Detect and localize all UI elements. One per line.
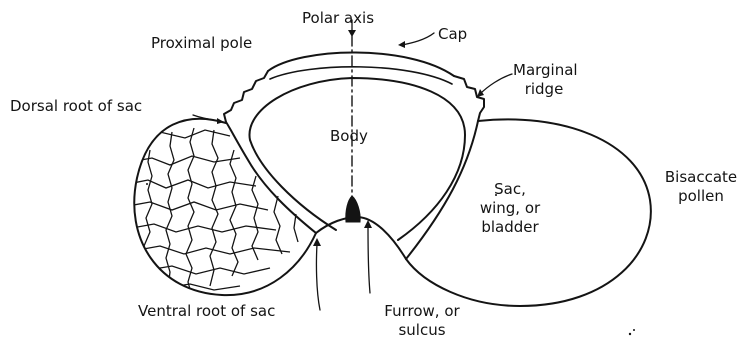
sac-label: Sac, wing, or bladder [462,180,558,237]
sac-line-2: wing, or [462,199,558,218]
body-outer-wall [226,122,316,233]
polar-axis-label: Polar axis [302,9,374,28]
furrow-arc [316,217,406,259]
furrow-label: Furrow, or sulcus [372,302,472,340]
bisaccate-line-2: pollen [660,187,742,206]
speck [633,329,635,331]
sac-reticulum [128,128,298,296]
cap-outer [268,52,454,76]
cap-leader [402,33,434,45]
cap-inner [270,67,452,84]
dorsal-root-label: Dorsal root of sac [10,97,142,116]
sulcus-mark [346,196,360,222]
furrow-line-1: Furrow, or [372,302,472,321]
furrow-leader [368,226,370,293]
proximal-pole-label: Proximal pole [151,34,252,53]
marginal-ridge-line-2: ridge [513,80,575,99]
left-marginal-ridge [224,71,268,122]
cap-label: Cap [438,25,467,44]
body-label: Body [330,127,368,146]
speck [629,333,631,335]
ventral-root-leader [316,244,320,310]
marginal-ridge-label: Marginal ridge [513,61,575,99]
bisaccate-pollen-label: Bisaccate pollen [660,168,742,206]
marginal-ridge-leader [480,74,512,94]
speck [146,183,148,185]
sac-line-3: bladder [462,218,558,237]
ventral-root-label: Ventral root of sac [138,302,275,321]
polar-axis-arrowhead [348,30,356,37]
marginal-ridge-line-1: Marginal [513,61,575,80]
marginal-ridge-arrowhead [477,89,484,97]
furrow-line-2: sulcus [372,321,472,340]
ventral-root-arrowhead [313,238,321,246]
sac-line-1: Sac, [462,180,558,199]
polar-axis-text: Polar axis [302,9,374,27]
cap-arrowhead [398,41,405,48]
bisaccate-line-1: Bisaccate [660,168,742,187]
